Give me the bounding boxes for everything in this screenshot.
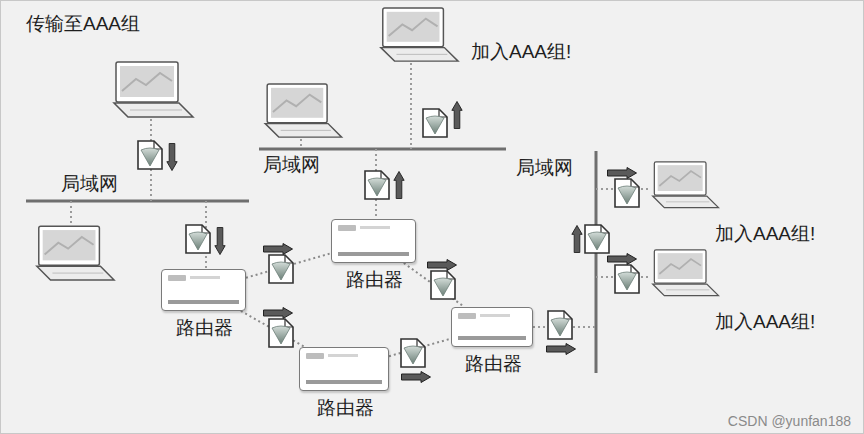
router-label: 路由器 bbox=[317, 397, 374, 419]
laptop-icon bbox=[373, 7, 461, 65]
laptop bbox=[37, 226, 114, 280]
router-label: 路由器 bbox=[346, 269, 403, 291]
lan-label: 局域网 bbox=[61, 173, 118, 195]
router-box: 路由器 bbox=[331, 219, 416, 263]
router-panel bbox=[328, 354, 358, 357]
router-panel bbox=[338, 225, 356, 231]
laptop-host: 加入AAA组! bbox=[646, 249, 721, 299]
router-panel bbox=[190, 276, 220, 279]
laptop-host: 加入AAA组! bbox=[646, 161, 721, 211]
join-note: 加入AAA组! bbox=[471, 41, 571, 63]
laptop-icon bbox=[646, 161, 721, 211]
router-box: 路由器 bbox=[299, 347, 389, 391]
router-panel bbox=[458, 313, 476, 319]
router-panel bbox=[168, 275, 186, 281]
lan-bus bbox=[26, 200, 249, 203]
diagram-title: 传输至AAA组 bbox=[26, 13, 140, 35]
laptop bbox=[265, 84, 341, 137]
join-note: 加入AAA组! bbox=[715, 311, 815, 333]
router-label: 路由器 bbox=[465, 353, 522, 375]
router-label: 路由器 bbox=[176, 317, 233, 339]
network-link bbox=[404, 263, 465, 307]
laptop-host: 加入AAA组! bbox=[373, 7, 461, 65]
router-panel bbox=[306, 353, 324, 359]
laptop-sender bbox=[114, 62, 193, 117]
drop-lines bbox=[71, 63, 651, 327]
join-note: 加入AAA组! bbox=[715, 223, 815, 245]
lan-label: 局域网 bbox=[263, 154, 320, 176]
router-box: 路由器 bbox=[451, 307, 533, 347]
router-strip bbox=[458, 336, 526, 340]
watermark: CSDN @yunfan188 bbox=[728, 413, 851, 429]
packets bbox=[138, 101, 639, 382]
laptop-icon bbox=[646, 249, 721, 299]
lan-label: 局域网 bbox=[516, 157, 573, 179]
router-strip bbox=[168, 300, 239, 304]
router-panel bbox=[360, 226, 390, 229]
router-box: 路由器 bbox=[161, 269, 246, 311]
router-strip bbox=[306, 380, 382, 384]
router-strip bbox=[338, 252, 409, 256]
router-panel bbox=[480, 314, 510, 317]
lan-bus bbox=[595, 151, 598, 373]
lan-bus bbox=[259, 148, 506, 151]
